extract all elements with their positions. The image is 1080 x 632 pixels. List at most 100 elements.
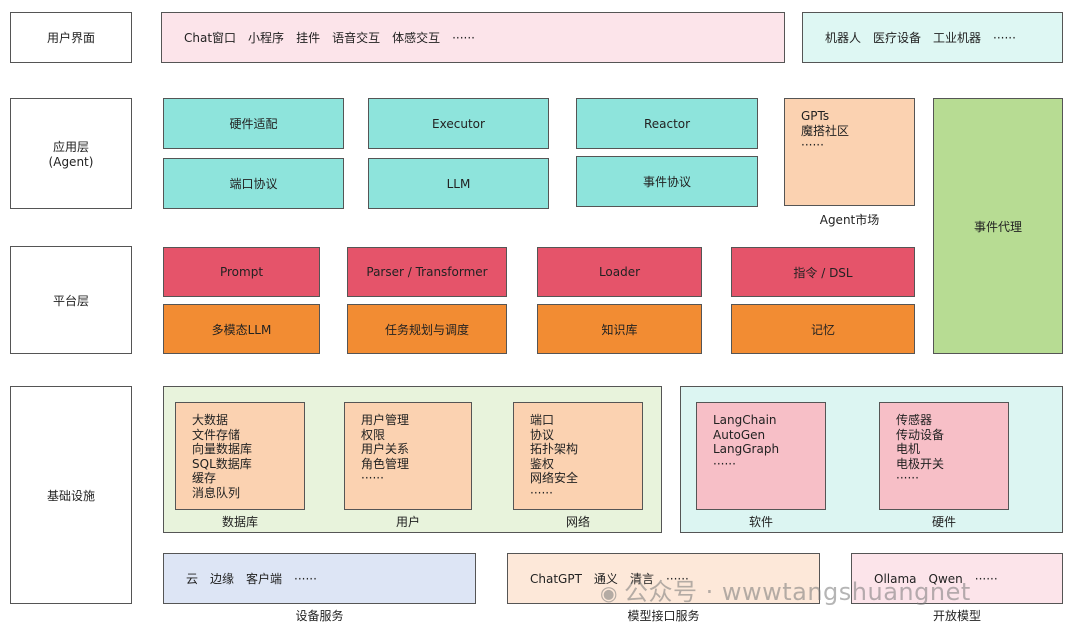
layer-app: 应用层 (Agent) [10,98,132,209]
model-api-item: ······ [665,571,689,586]
market-item: GPTs [801,109,830,123]
user-caption: 用户 [395,515,420,529]
open-model-item: Qwen [928,571,963,586]
memory-box: 记忆 [731,304,915,354]
ui-device-item: 工业机器 [933,31,982,45]
net-item: 协议 [530,427,555,442]
model-api-item: 通义 [593,572,618,586]
device-service-box: 云 边缘 客户端 ······ [163,553,476,604]
ui-channels-box: Chat窗口 小程序 挂件 语音交互 体感交互 ······ [161,12,785,63]
event-protocol-label: 事件协议 [642,175,691,189]
loader-box: Loader [537,247,702,297]
layer-app-label: 应用层 [52,140,89,154]
llm-label: LLM [446,176,471,191]
agent-market-box: GPTs 魔搭社区 ······ [784,98,915,206]
parser-label: Parser / Transformer [366,265,488,279]
market-item: ······ [801,138,824,152]
hard-item: 传感器 [896,413,933,427]
hardware-box: 传感器 传动设备 电机 电极开关 ······ [879,402,1009,510]
database-caption: 数据库 [221,515,258,529]
soft-item: ······ [713,456,736,471]
layer-infra-label: 基础设施 [46,488,95,503]
user-item: 用户关系 [361,442,410,456]
event-agent-label: 事件代理 [973,219,1022,234]
net-item: 鉴权 [530,456,555,471]
ui-item: 语音交互 [332,31,381,45]
net-item: 拓扑架构 [530,442,579,456]
open-model-item: ······ [974,571,998,586]
ui-item: 小程序 [248,31,285,45]
user-item: 角色管理 [361,456,410,471]
device-item: 云 [186,572,199,586]
device-service-caption: 设备服务 [295,609,344,623]
executor-box: Executor [368,98,549,149]
ui-device-item: 机器人 [825,31,862,45]
ui-item: ······ [452,30,475,45]
db-item: 向量数据库 [192,442,253,456]
hardware-caption: 硬件 [931,515,956,529]
watermark: ◉公众号 · wwwtangshuangnet [600,572,971,607]
db-item: 消息队列 [192,485,241,500]
wechat-icon: ◉ [600,581,618,605]
parser-box: Parser / Transformer [347,247,507,297]
open-model-caption: 开放模型 [932,609,981,623]
dsl-box: 指令 / DSL [731,247,915,297]
llm-box: LLM [368,158,549,209]
knowledge-base-label: 知识库 [601,322,638,337]
soft-item: AutoGen [713,427,766,442]
net-item: 端口 [530,413,555,427]
layer-platform: 平台层 [10,246,132,354]
network-box: 端口 协议 拓扑架构 鉴权 网络安全 ······ [513,402,643,510]
software-caption: 软件 [748,515,773,529]
hardware-adapter-box: 硬件适配 [163,98,344,149]
dsl-label: 指令 / DSL [793,265,853,280]
device-item: 客户端 [246,572,283,586]
task-planning-box: 任务规划与调度 [347,304,507,354]
port-protocol-box: 端口协议 [163,158,344,209]
executor-label: Executor [432,116,485,131]
ui-item: 体感交互 [392,31,441,45]
agent-market-caption: Agent市场 [819,213,880,227]
layer-platform-label: 平台层 [52,293,89,308]
user-item: 权限 [361,427,386,442]
db-item: 缓存 [192,471,217,485]
db-item: 大数据 [192,413,229,427]
software-box: LangChain AutoGen LangGraph ······ [696,402,826,510]
open-model-item: Ollama [874,571,917,586]
model-api-caption: 模型接口服务 [627,609,700,623]
task-planning-label: 任务规划与调度 [384,322,469,337]
model-api-item: ChatGPT [530,571,582,586]
hardware-adapter-label: 硬件适配 [229,117,278,131]
hard-item: 电极开关 [896,456,945,471]
user-item: ······ [361,471,384,485]
layer-infra: 基础设施 [10,386,132,604]
layer-app-sublabel: (Agent) [48,155,94,169]
ui-devices-box: 机器人 医疗设备 工业机器 ······ [802,12,1063,63]
reactor-box: Reactor [576,98,758,149]
reactor-label: Reactor [643,116,691,131]
device-item: 边缘 [210,572,235,586]
device-item: ······ [294,571,317,586]
layer-ui-label: 用户界面 [46,31,95,45]
ui-item: 挂件 [296,31,321,45]
hard-item: ······ [896,471,919,485]
soft-item: LangGraph [713,442,780,456]
loader-label: Loader [598,265,641,279]
multimodal-llm-box: 多模态LLM [163,304,320,354]
db-item: 文件存储 [192,427,241,442]
hard-item: 传动设备 [896,427,945,442]
knowledge-base-box: 知识库 [537,304,702,354]
prompt-label: Prompt [219,265,264,279]
ui-item: Chat窗口 [184,31,237,45]
user-box: 用户管理 权限 用户关系 角色管理 ······ [344,402,472,510]
event-agent-box: 事件代理 [933,98,1063,354]
port-protocol-label: 端口协议 [229,177,278,191]
model-api-item: 清言 [629,572,654,586]
memory-label: 记忆 [810,322,835,337]
market-item: 魔搭社区 [801,123,850,138]
user-item: 用户管理 [361,413,410,427]
net-item: 网络安全 [530,471,579,485]
watermark-text: 公众号 · wwwtangshuangnet [623,578,971,606]
hard-item: 电机 [896,442,921,456]
model-api-box: ChatGPT 通义 清言 ······ [507,553,820,604]
